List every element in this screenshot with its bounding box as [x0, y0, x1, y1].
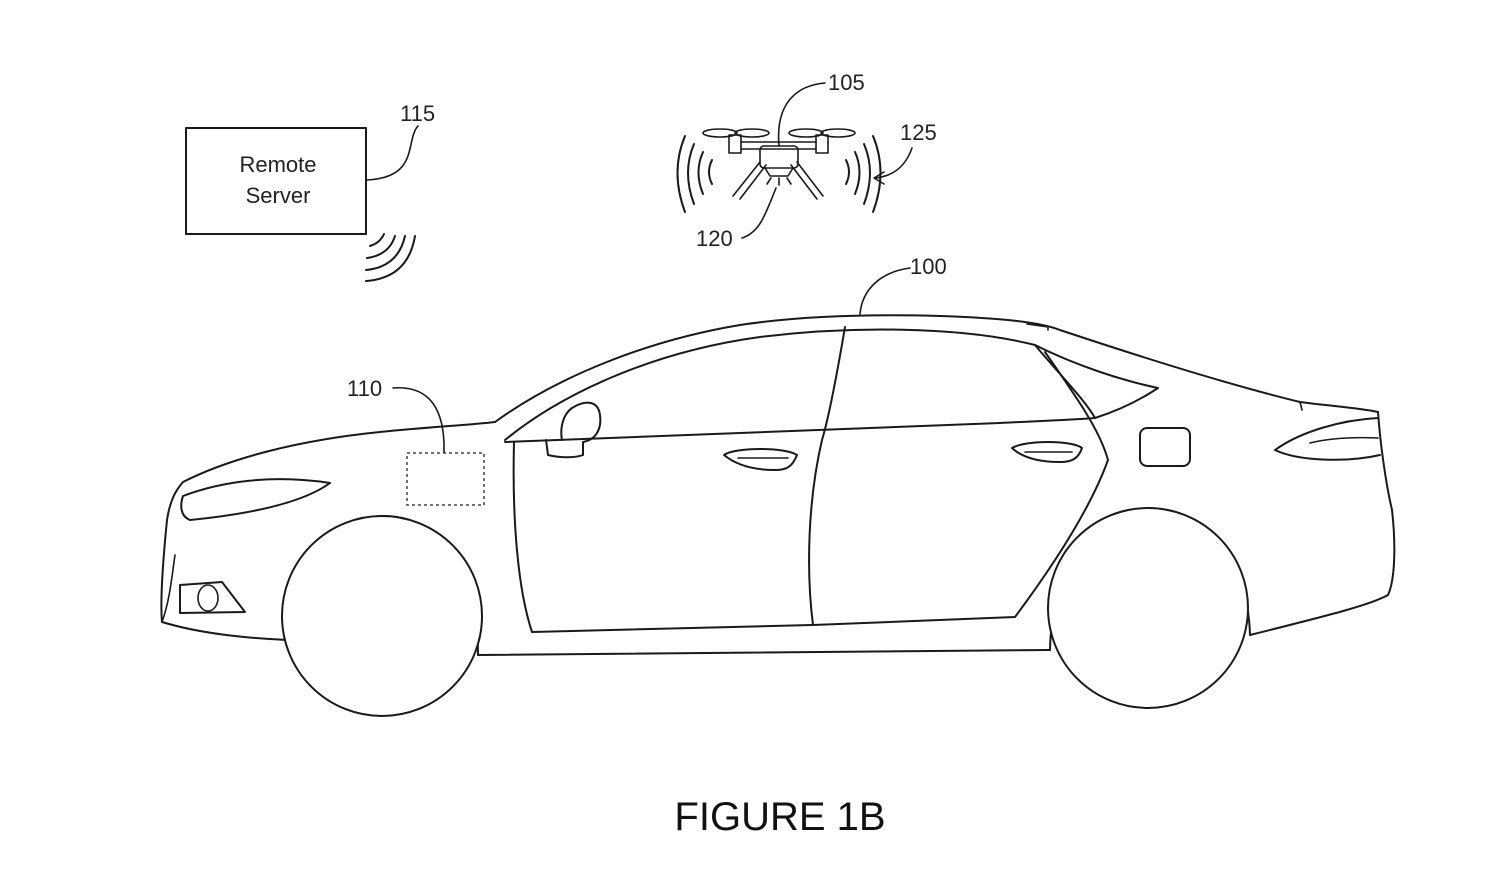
- leader-line-100: [859, 267, 911, 315]
- remote-server: Remote Server: [185, 127, 367, 235]
- door-split: [808, 326, 846, 626]
- tail-light: [1274, 417, 1381, 461]
- rear-window: [1034, 344, 1096, 419]
- leader-line-125: [875, 147, 913, 179]
- arrowhead-125: [873, 171, 885, 185]
- figure-caption: FIGURE 1B: [674, 795, 885, 839]
- front-wheel: [281, 515, 483, 717]
- drone-signal-left-icon: [676, 135, 713, 213]
- belt-line: [504, 417, 1096, 443]
- drone-signal-right-icon: [845, 135, 882, 213]
- ref-label-125: 125: [900, 120, 937, 145]
- ref-label-110: 110: [347, 376, 382, 401]
- ref-label-115: 115: [400, 101, 435, 126]
- vehicle: [160, 314, 1396, 717]
- remote-server-label-line1: Remote: [239, 152, 316, 177]
- drone-leg-right: [790, 161, 824, 200]
- windshield: [504, 328, 1159, 441]
- leader-line-110: [392, 387, 445, 453]
- front-door-handle: [723, 448, 798, 471]
- rotor-right-outer: [820, 128, 856, 138]
- ref-label-100: 100: [910, 254, 947, 279]
- module-box-110: [406, 452, 485, 506]
- drone-leg-left: [732, 161, 767, 200]
- rotor-right-inner: [788, 128, 824, 138]
- rear-door: [812, 351, 1109, 626]
- rear-wheel: [1047, 507, 1249, 709]
- drone: [702, 128, 856, 200]
- ref-label-105: 105: [828, 70, 865, 95]
- rotor-left-outer: [702, 128, 738, 138]
- remote-server-box: [185, 127, 367, 235]
- front-door: [512, 441, 813, 633]
- drone-sensor-rays: [766, 177, 792, 186]
- remote-server-label-line2: Server: [246, 183, 311, 208]
- rear-door-handle: [1011, 441, 1083, 463]
- leader-line-115: [365, 125, 419, 181]
- headlight: [180, 478, 331, 521]
- rotor-left-inner: [734, 128, 770, 138]
- fuel-door: [1139, 427, 1191, 467]
- fog-light: [179, 581, 246, 614]
- car-body-outline: [160, 314, 1396, 656]
- leader-line-120: [741, 187, 777, 239]
- server-wireless-signal-icon: [365, 233, 416, 282]
- leader-line-105: [777, 82, 826, 147]
- side-mirror: [545, 401, 602, 459]
- ref-label-120: 120: [696, 226, 733, 251]
